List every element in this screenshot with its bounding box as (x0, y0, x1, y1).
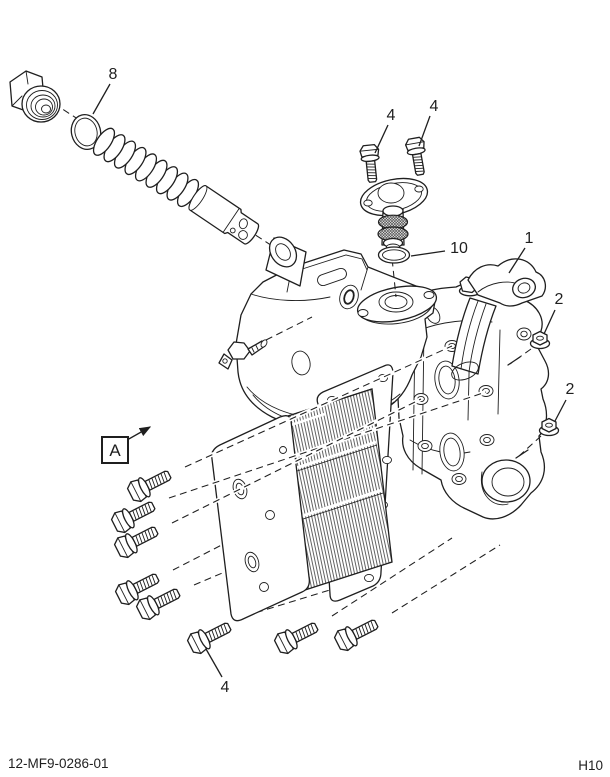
callout-label: 4 (387, 107, 396, 124)
callout-label: 4 (430, 98, 439, 115)
oil-tube-elbow (449, 259, 545, 384)
view-marker-label: A (109, 441, 121, 460)
thermostat-bolt-left (358, 143, 383, 184)
callout-label: 4 (221, 679, 230, 696)
callout-label: 1 (525, 230, 534, 247)
relief-valve-group (10, 71, 262, 248)
thermostat-group (357, 136, 431, 297)
page-code: H10 (578, 758, 603, 773)
callout-4-bottom: 4 (206, 649, 230, 696)
relief-valve-spring (90, 125, 203, 210)
pressure-sensor (219, 339, 268, 369)
callout-8: 8 (93, 66, 118, 114)
cooler-bolt (184, 616, 235, 657)
outlet-port (481, 460, 530, 505)
callout-label: 2 (555, 291, 564, 308)
callout-10: 10 (411, 240, 468, 257)
thermostat (378, 206, 408, 250)
callout-4-right: 4 (419, 98, 439, 146)
relief-valve-piston (186, 183, 262, 248)
cooler-bolt (124, 464, 175, 505)
callout-2-upper: 2 (544, 291, 564, 334)
cooler-bolt (331, 613, 382, 654)
callout-label: 10 (450, 240, 468, 257)
cooler-adapter-housing (397, 282, 548, 519)
thermostat-port-flange (355, 280, 440, 328)
callout-2-lower: 2 (555, 381, 575, 421)
callout-1: 1 (509, 230, 534, 273)
view-marker-a: A (102, 426, 152, 463)
thermostat-bolt-right (404, 136, 431, 177)
callout-label: 8 (109, 66, 118, 83)
callout-label: 2 (566, 381, 575, 398)
relief-valve-boss (264, 232, 306, 286)
assembly-lines-over-core (169, 346, 486, 523)
cooler-bolt (271, 616, 322, 657)
bracket-slot (316, 267, 348, 287)
relief-valve-o-ring (68, 112, 105, 153)
thermostat-o-ring (379, 247, 410, 263)
doc-number: 12-MF9-0286-01 (8, 756, 109, 771)
flange-nuts (510, 330, 560, 457)
callout-4-left: 4 (375, 107, 396, 153)
thermostat-cover (357, 173, 431, 221)
relief-valve-plug (10, 71, 60, 122)
